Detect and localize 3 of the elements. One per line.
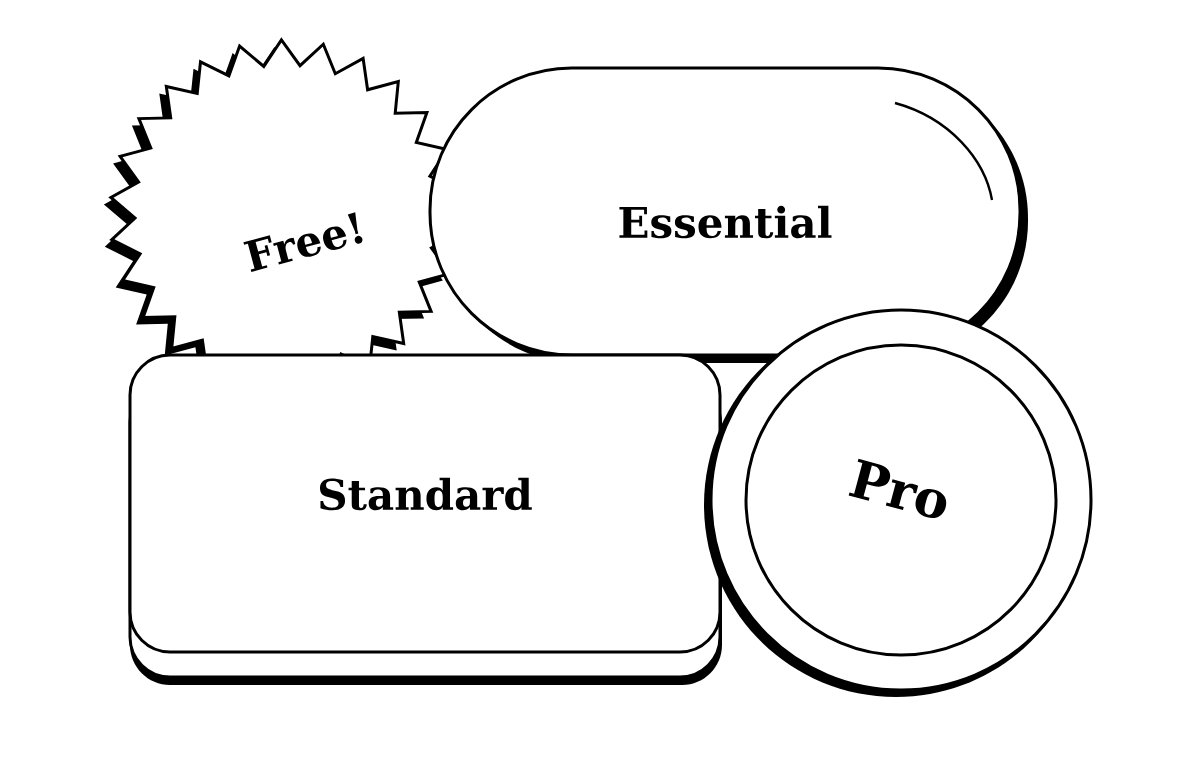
circle-badge: Pro <box>704 308 1093 697</box>
rounded-pill: Essential <box>428 66 1028 363</box>
rounded-box: Standard <box>128 353 722 685</box>
